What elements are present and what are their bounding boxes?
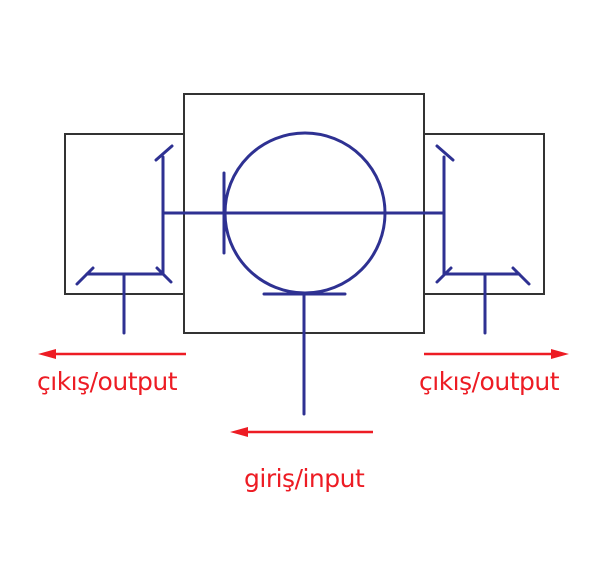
output-right-arrow [424,349,569,359]
right-bevel-shaft [435,144,531,335]
input-arrow [230,427,373,437]
shafts [75,131,531,416]
output-left-label: çıkış/output [37,367,178,396]
left-bevel-shaft [75,144,174,335]
input-label: giriş/input [244,464,365,493]
output-left-arrow [38,349,186,359]
flow-arrows [38,349,569,437]
output-right-label: çıkış/output [419,367,560,396]
